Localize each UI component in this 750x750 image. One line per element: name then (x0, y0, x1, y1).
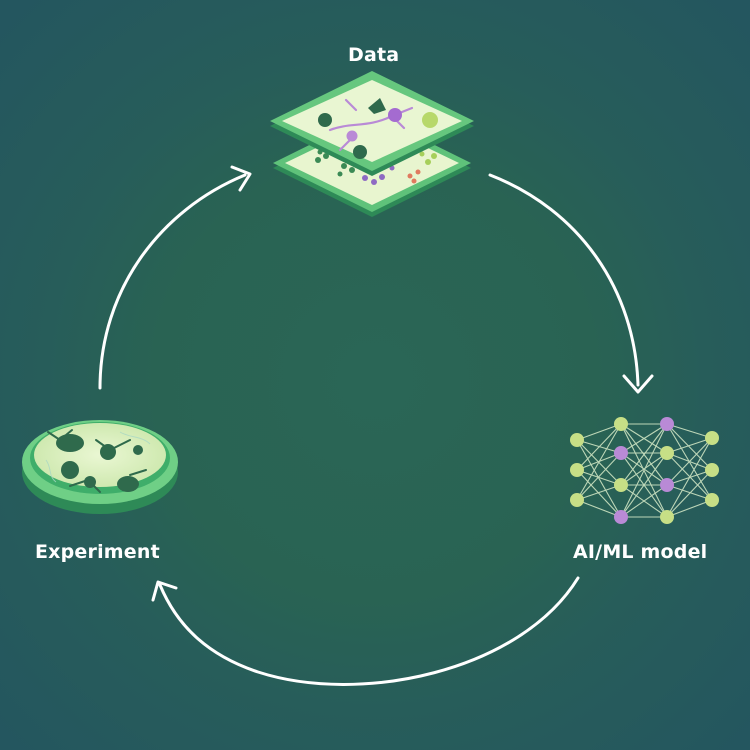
experiment-label: Experiment (35, 541, 160, 563)
petri-dish-icon (22, 420, 178, 514)
arrowhead-right-icon (230, 165, 252, 192)
arrowhead-up-left-icon (151, 580, 178, 602)
arrow-data-to-model (488, 173, 640, 387)
neural-network-icon (570, 417, 719, 524)
cycle-arrows (98, 165, 654, 686)
arrow-model-to-experiment (158, 576, 580, 686)
arrowhead-down-icon (622, 374, 654, 394)
stacked-data-layers-icon (270, 71, 474, 217)
ai-ml-model-label: AI/ML model (573, 541, 708, 563)
data-label: Data (348, 44, 400, 66)
arrow-experiment-to-data (98, 173, 247, 390)
